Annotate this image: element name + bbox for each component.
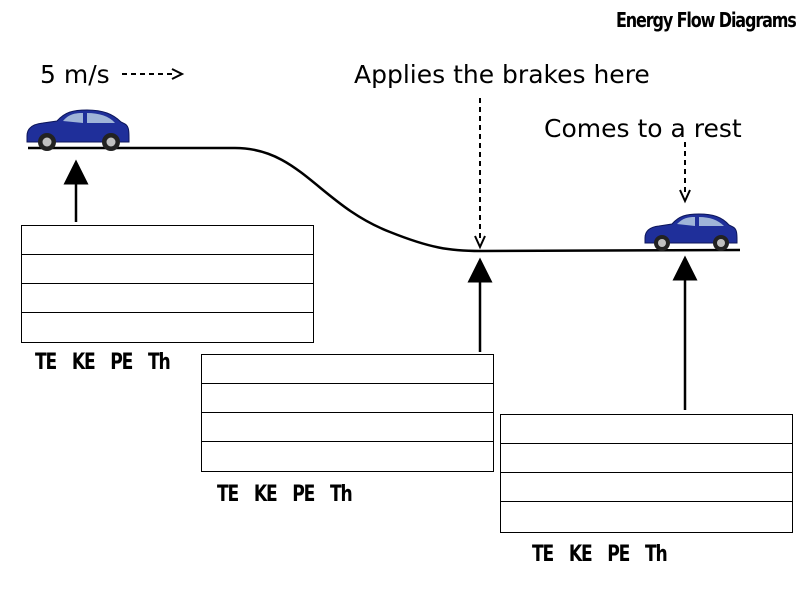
- column-label-th: Th: [147, 350, 171, 375]
- track-curve: [28, 146, 741, 253]
- table-row: [202, 384, 493, 413]
- table-row: [22, 284, 313, 313]
- column-label-te: TE: [35, 350, 57, 375]
- table-row: [22, 255, 313, 284]
- column-label-te: TE: [532, 542, 554, 567]
- column-label-pe: PE: [607, 542, 630, 567]
- table-row: [22, 313, 313, 342]
- column-label-ke: KE: [71, 350, 96, 375]
- table-row: [501, 502, 792, 531]
- energy-table-1: [21, 225, 314, 343]
- car-icon: [644, 213, 738, 251]
- column-label-th: Th: [644, 542, 668, 567]
- column-label-ke: KE: [253, 482, 278, 507]
- energy-columns-1: TE KE PE Th: [35, 350, 180, 375]
- column-label-ke: KE: [568, 542, 593, 567]
- column-label-pe: PE: [292, 482, 315, 507]
- brakes-label: Applies the brakes here: [354, 60, 650, 89]
- energy-columns-2: TE KE PE Th: [217, 482, 362, 507]
- speed-label: 5 m/s: [40, 60, 110, 89]
- table-row: [501, 415, 792, 444]
- table-row: [501, 444, 792, 473]
- table-row: [202, 413, 493, 442]
- rest-label: Comes to a rest: [544, 114, 742, 143]
- energy-table-2: [201, 354, 494, 472]
- column-label-pe: PE: [110, 350, 133, 375]
- table-row: [501, 473, 792, 502]
- page-title: Energy Flow Diagrams: [616, 8, 797, 32]
- table-row: [202, 442, 493, 471]
- table-row: [22, 226, 313, 255]
- table-row: [202, 355, 493, 384]
- energy-columns-3: TE KE PE Th: [532, 542, 677, 567]
- column-label-te: TE: [217, 482, 239, 507]
- column-label-th: Th: [329, 482, 353, 507]
- energy-table-3: [500, 414, 793, 533]
- car-icon: [26, 109, 130, 151]
